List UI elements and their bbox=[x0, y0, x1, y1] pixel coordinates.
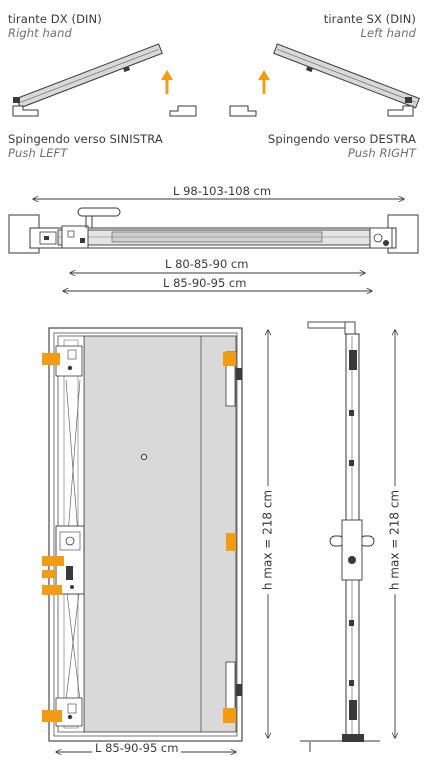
hinge-marker bbox=[42, 585, 62, 595]
front-height-label: h max = 218 cm bbox=[261, 485, 275, 595]
hinge-marker bbox=[42, 556, 64, 566]
left-hand-swing-diagram bbox=[229, 43, 420, 117]
hinge-point bbox=[405, 97, 412, 103]
push-arrow bbox=[258, 70, 270, 94]
left-hand-subtitle: Left hand bbox=[360, 26, 416, 40]
hinge-marker bbox=[42, 353, 60, 365]
hinge-point bbox=[13, 97, 20, 103]
push-left-instruction: Spingendo verso SINISTRA Push LEFT bbox=[8, 132, 163, 160]
left-jamb bbox=[229, 105, 257, 117]
right-hand-swing-diagram bbox=[12, 43, 197, 117]
hinge-marker bbox=[226, 533, 236, 551]
side-height-label: h max = 218 cm bbox=[388, 485, 402, 595]
push-right-text-en: Push RIGHT bbox=[347, 146, 416, 160]
front-elevation bbox=[42, 327, 268, 752]
hinge-marker bbox=[42, 710, 62, 722]
hinge-marker bbox=[223, 708, 236, 723]
door-panel bbox=[83, 335, 237, 733]
push-left-text: Spingendo verso SINISTRA bbox=[8, 132, 163, 146]
side-section bbox=[300, 321, 395, 752]
door-width-label: L 85-90-95 cm bbox=[160, 277, 250, 290]
right-hand-caption: tirante DX (DIN) Right hand bbox=[8, 12, 102, 40]
right-jamb bbox=[169, 105, 197, 117]
passage-width-label: L 80-85-90 cm bbox=[162, 258, 252, 271]
right-hand-subtitle: Right hand bbox=[8, 26, 72, 40]
right-hand-title: tirante DX (DIN) bbox=[8, 12, 102, 26]
push-right-instruction: Spingendo verso DESTRA Push RIGHT bbox=[268, 132, 416, 160]
door-leaf-rotated bbox=[273, 43, 420, 109]
front-bottom-width-label: L 85-90-95 cm bbox=[92, 742, 182, 755]
hinge-marker bbox=[42, 570, 56, 578]
left-jamb bbox=[12, 105, 39, 117]
lock-case bbox=[61, 225, 89, 249]
overall-width-label: L 98-103-108 cm bbox=[170, 185, 275, 198]
plan-section bbox=[8, 199, 419, 291]
right-jamb bbox=[387, 105, 414, 117]
door-leaf-rotated bbox=[16, 43, 163, 109]
handle bbox=[77, 207, 121, 217]
hinge-marker bbox=[223, 352, 236, 366]
push-left-text-en: Push LEFT bbox=[8, 146, 68, 160]
push-arrow bbox=[161, 70, 173, 94]
push-right-text: Spingendo verso DESTRA bbox=[267, 132, 416, 146]
left-hand-title: tirante SX (DIN) bbox=[323, 12, 416, 26]
left-hand-caption: tirante SX (DIN) Left hand bbox=[324, 12, 416, 40]
peephole bbox=[140, 453, 148, 461]
